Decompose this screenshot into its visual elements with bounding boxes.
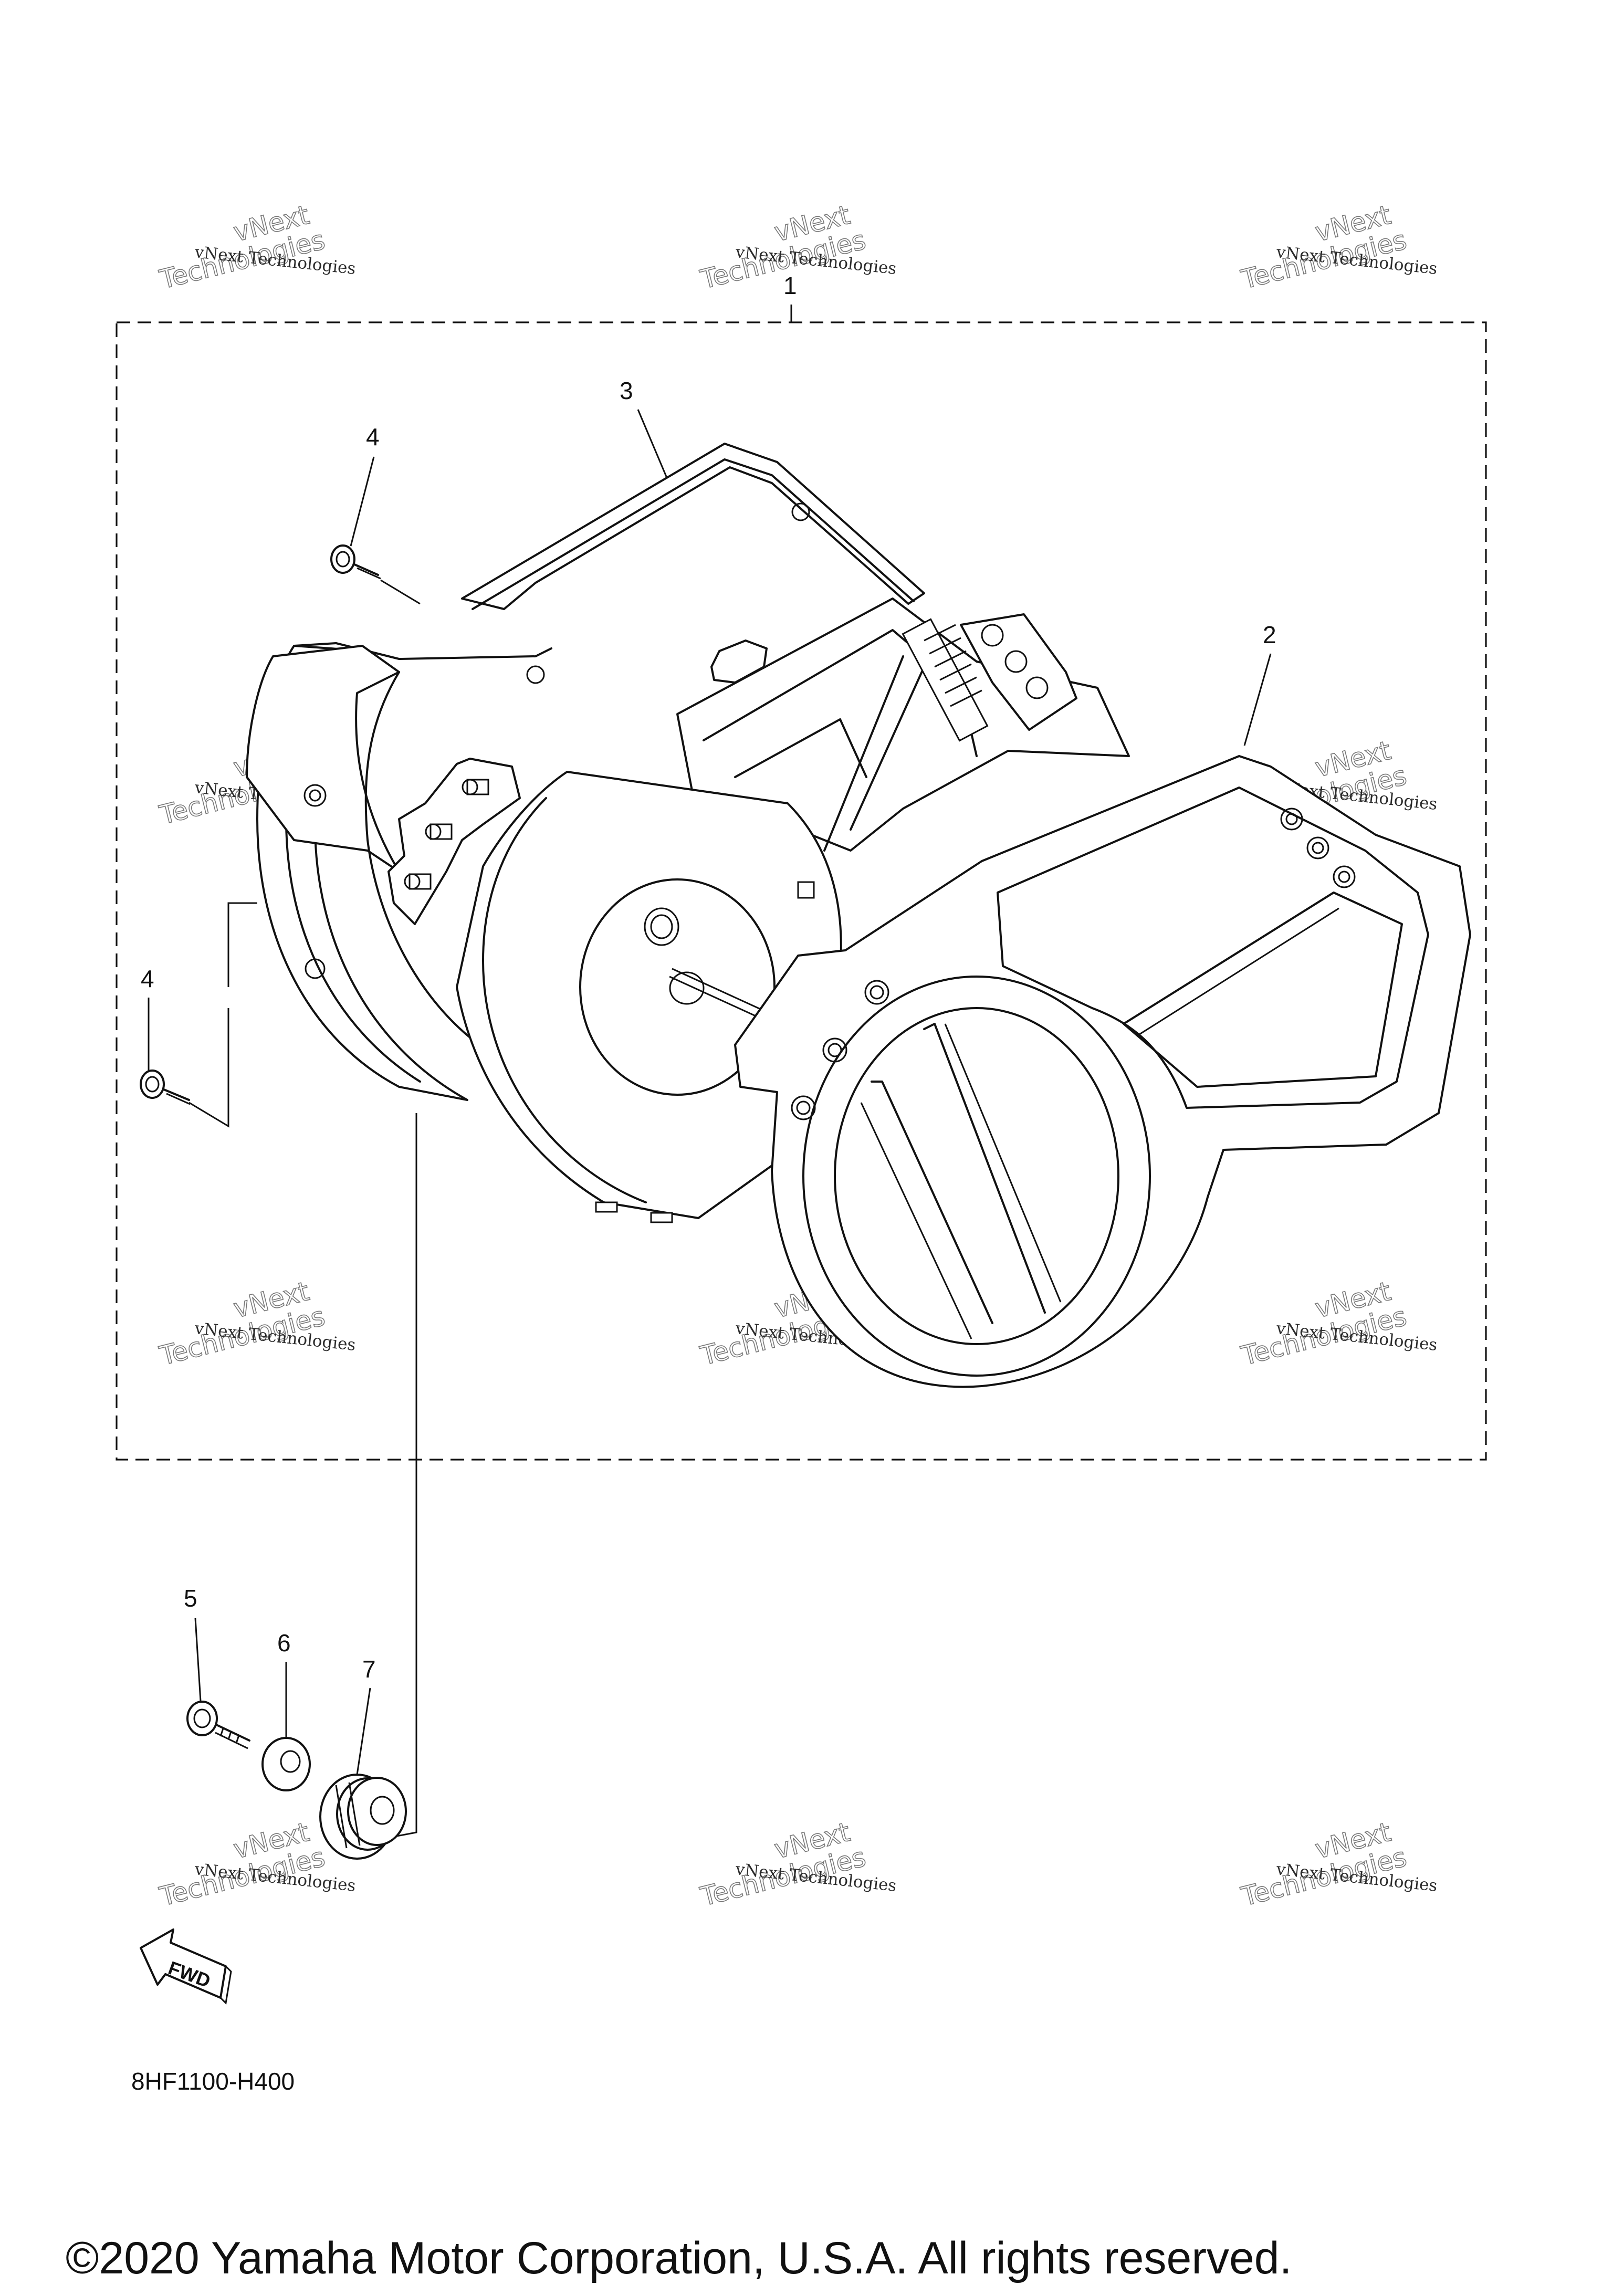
assembly-boundary bbox=[116, 321, 1487, 1461]
screw-4-top[interactable] bbox=[330, 544, 381, 580]
watermark: vNext Technologies vNext Technologies bbox=[156, 1275, 357, 1371]
fwd-arrow-icon: FWD bbox=[140, 1928, 232, 2005]
connector-pins bbox=[387, 758, 521, 925]
grommet-axis bbox=[388, 1113, 417, 1839]
meter-case-lower[interactable] bbox=[246, 443, 925, 1101]
meter-unit[interactable] bbox=[456, 597, 1130, 1223]
callout-4-top[interactable]: 4 bbox=[366, 423, 380, 450]
washer-6[interactable] bbox=[261, 1737, 311, 1791]
screw-4-left-axis bbox=[188, 1008, 229, 1128]
watermark: vNext Technologies vNext Technologies bbox=[1238, 199, 1438, 295]
callout-1[interactable]: 1 bbox=[783, 272, 797, 299]
watermark: vNext Technologies vNext Technologies bbox=[156, 199, 357, 295]
callout-6[interactable]: 6 bbox=[277, 1629, 291, 1657]
callout-2-leader bbox=[1243, 653, 1272, 746]
screw-4-left-axis-2 bbox=[227, 902, 257, 987]
meter-case-upper[interactable] bbox=[734, 755, 1471, 1388]
screw-4-top-axis bbox=[380, 579, 421, 605]
callout-7[interactable]: 7 bbox=[362, 1655, 376, 1683]
grommet-7[interactable] bbox=[319, 1774, 407, 1860]
callout-5[interactable]: 5 bbox=[184, 1585, 197, 1612]
callout-2[interactable]: 2 bbox=[1263, 621, 1276, 648]
watermark: vNext Technologies vNext Technologies bbox=[697, 1816, 897, 1912]
callout-7-leader bbox=[356, 1687, 371, 1775]
watermark: vNext Technologies vNext Technologies bbox=[1238, 1816, 1438, 1912]
callout-5-leader bbox=[194, 1618, 202, 1702]
diagram-code: 8HF1100-H400 bbox=[131, 2068, 295, 2095]
callout-3[interactable]: 3 bbox=[620, 377, 633, 404]
callout-4-left[interactable]: 4 bbox=[141, 965, 154, 992]
watermark: vNext Technologies vNext Technologies bbox=[697, 199, 897, 295]
copyright: ©2020 Yamaha Motor Corporation, U.S.A. A… bbox=[66, 2233, 1292, 2283]
screw-5[interactable] bbox=[186, 1701, 250, 1749]
screw-4-left[interactable] bbox=[140, 1070, 191, 1105]
callout-4-top-leader bbox=[350, 456, 375, 547]
watermark: vNext Technologies vNext Technologies bbox=[1238, 1275, 1438, 1371]
ribbed-connector bbox=[902, 618, 989, 742]
callout-3-leader bbox=[637, 409, 668, 478]
